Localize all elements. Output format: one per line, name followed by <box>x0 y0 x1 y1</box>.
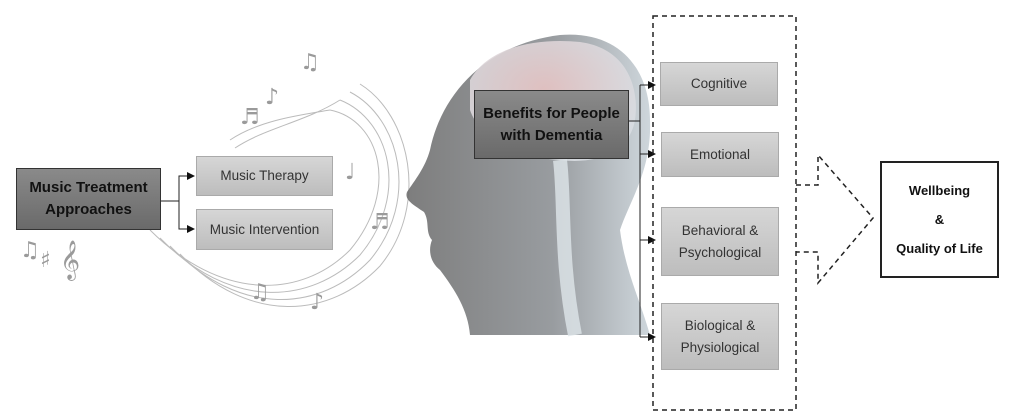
head-illustration <box>406 34 651 337</box>
music-note-icon: ♪ <box>265 85 280 110</box>
center-connectors <box>629 81 656 341</box>
music-note-icon: ♬ <box>370 210 390 235</box>
outcome-line-3: Quality of Life <box>896 241 983 256</box>
benefit-cognitive: Cognitive <box>660 62 778 106</box>
music-treatment-approaches-box: Music Treatment Approaches <box>16 168 161 230</box>
outcome-line-2: & <box>934 212 945 227</box>
music-staff-decoration <box>149 83 410 307</box>
sharp-icon: ♯ <box>40 248 51 273</box>
music-note-icon: ♫ <box>250 280 270 305</box>
music-therapy-box: Music Therapy <box>196 156 333 196</box>
benefits-dashed-group <box>652 15 797 411</box>
music-note-icon: ♪ <box>310 290 325 315</box>
music-note-icon: ♫ <box>300 50 320 75</box>
benefit-behavioral-psychological: Behavioral & Psychological <box>661 207 779 276</box>
benefit-biological-physiological: Biological & Physiological <box>661 303 779 370</box>
left-connectors <box>161 172 195 233</box>
music-note-icon: ♬ <box>240 105 260 130</box>
benefit-emotional: Emotional <box>661 132 779 177</box>
dashed-arrow <box>796 153 874 286</box>
treble-clef-icon: 𝄞 <box>60 240 81 280</box>
wellbeing-quality-of-life-box: Wellbeing & Quality of Life <box>880 161 999 278</box>
outcome-line-1: Wellbeing <box>908 183 971 198</box>
music-intervention-box: Music Intervention <box>196 209 333 250</box>
benefits-box: Benefits for People with Dementia <box>474 90 629 159</box>
music-note-icon: ♩ <box>345 160 356 185</box>
music-note-icon: ♫ <box>20 238 40 263</box>
